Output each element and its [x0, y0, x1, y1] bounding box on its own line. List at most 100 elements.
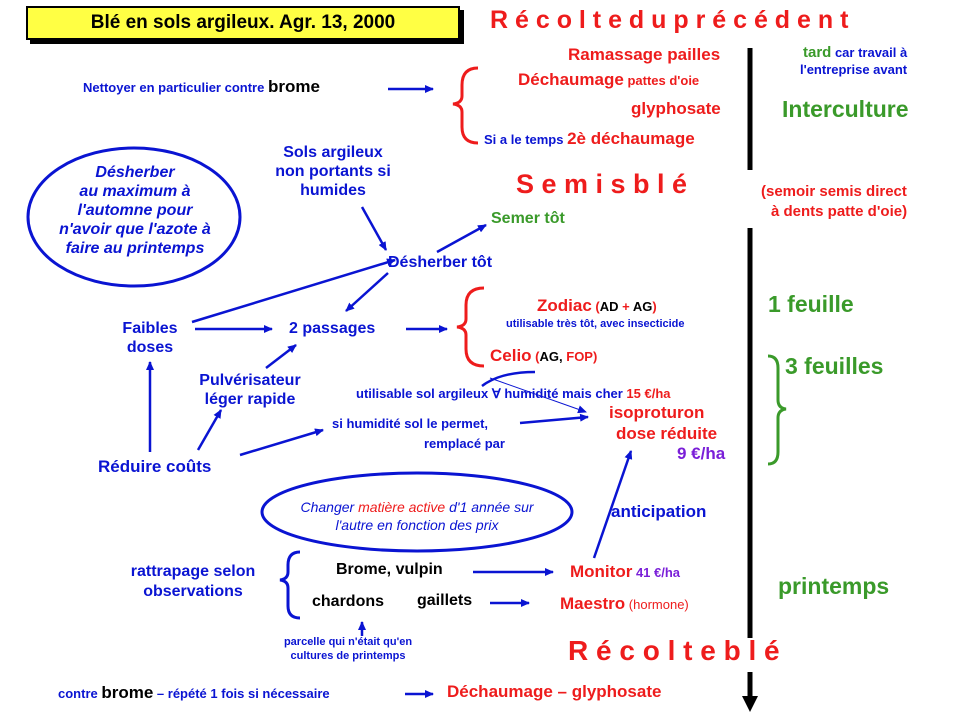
- celio-paren: (AG, FOP): [531, 349, 598, 364]
- brace-3-feuilles: [767, 354, 787, 466]
- zodiac-name: Zodiac: [537, 296, 592, 315]
- arrow-reduire-isoproturon: [239, 428, 324, 457]
- changer-line-1: Changer matière active d'1 année sur: [264, 498, 570, 516]
- zodiac-ag: AG: [632, 299, 653, 314]
- nettoyer-text: Nettoyer en particulier contre brome: [83, 77, 320, 97]
- zodiac-plus: +: [618, 299, 633, 314]
- anticipation: anticipation: [611, 502, 707, 521]
- si-humidite-1: si humidité sol le permet,: [332, 416, 489, 431]
- celio-fop: FOP: [566, 349, 593, 364]
- sols-line-3: humides: [300, 182, 366, 199]
- monitor: Monitor 41 €/ha: [570, 562, 681, 582]
- brace-rattrapage: [279, 550, 301, 620]
- second-dechaumage: 2è déchaumage: [567, 129, 695, 148]
- changer-matiere: matière active: [358, 499, 446, 515]
- tard-word: tard: [803, 44, 832, 61]
- title: Blé en sols argileux. Agr. 13, 2000: [90, 12, 396, 33]
- nettoyer-brome: brome: [267, 77, 320, 96]
- zodiac-paren: (AD + AG): [591, 299, 657, 314]
- sols-line-2: non portants si: [275, 163, 391, 180]
- stage-recolte-ble: R é c o l t e b l é: [568, 635, 780, 666]
- contre-brome-line: contre brome – répété 1 fois si nécessai…: [58, 683, 330, 703]
- maestro-note: (hormone): [625, 597, 689, 612]
- nettoyer-prefix: Nettoyer en particulier contre: [83, 80, 268, 95]
- arrow-si-humidite-iso: [519, 413, 589, 425]
- dechaumage: Déchaumage pattes d'oie: [518, 70, 700, 90]
- pulve-line-1: Pulvérisateur: [199, 372, 301, 389]
- monitor-name: Monitor: [570, 562, 633, 581]
- si-le-temps: Si a le temps: [484, 132, 568, 147]
- faibles-doses: Faibles doses: [108, 319, 192, 357]
- celio-ag: AG,: [539, 349, 567, 364]
- sols-argileux: Sols argileux non portants si humides: [258, 143, 408, 200]
- glyphosate: glyphosate: [631, 99, 721, 118]
- arc-celio: [481, 370, 536, 388]
- stage-semis-ble: S e m i s b l é: [516, 169, 688, 199]
- arrow-reduire-pulve: [196, 409, 223, 451]
- faibles-line-1: Faibles: [122, 320, 178, 337]
- ellipse-line-1: Désherber: [95, 164, 175, 181]
- zodiac-note: utilisable très tôt, avec insecticide: [506, 318, 685, 330]
- utilisable-line: utilisable sol argileux ∀ humidité mais …: [356, 386, 671, 401]
- title-box: Blé en sols argileux. Agr. 13, 2000: [26, 6, 460, 40]
- contre: contre: [58, 686, 102, 701]
- arrow-monitor-iso: [592, 450, 633, 559]
- period-1-feuille: 1 feuille: [768, 291, 854, 317]
- pulve-line-2: léger rapide: [204, 391, 296, 408]
- ellipse-desherber-text: Désherber au maximum à l'automne pour n'…: [30, 163, 240, 258]
- tard-line: tard car travail à: [803, 44, 908, 62]
- monitor-price: 41 €/ha: [632, 565, 681, 580]
- tard-note-2: l'entreprise avant: [800, 62, 908, 77]
- rattrapage: rattrapage selon observations: [108, 562, 278, 602]
- gaillets: gaillets: [417, 592, 473, 609]
- chardons: chardons: [312, 593, 385, 610]
- period-printemps: printemps: [778, 573, 890, 599]
- semis-note-2: à dents patte d'oie): [771, 203, 908, 220]
- faibles-line-2: doses: [126, 339, 174, 356]
- isoproturon-price: 9 €/ha: [677, 444, 726, 463]
- ellipse-changer: [260, 471, 574, 553]
- semis-note-1: (semoir semis direct: [761, 183, 907, 200]
- ellipse-changer-text: Changer matière active d'1 année sur l'a…: [264, 498, 570, 534]
- final-dechaumage: Déchaumage – glyphosate: [447, 682, 662, 701]
- arrow-desherber-2passages: [345, 272, 389, 312]
- dechaumage-word: Déchaumage: [518, 70, 624, 89]
- brace-interculture: [452, 66, 479, 145]
- semer-tot: Semer tôt: [491, 210, 565, 227]
- pulverisateur: Pulvérisateur léger rapide: [180, 371, 320, 409]
- celio-name: Celio: [490, 346, 532, 365]
- ellipse-line-4: n'avoir que l'azote à: [59, 221, 211, 238]
- arrow-pulve-2passages: [265, 344, 297, 369]
- rattrapage-line-1: rattrapage selon: [130, 563, 256, 580]
- bottom-brome: brome: [101, 683, 154, 702]
- ellipse-line-3: l'automne pour: [77, 202, 193, 219]
- utilisable-text: utilisable sol argileux ∀ humidité mais …: [356, 386, 627, 401]
- dechaumage-note: pattes d'oie: [623, 73, 700, 88]
- repete: – répété 1 fois si nécessaire: [153, 686, 330, 701]
- desherber-tot: Désherber tôt: [388, 254, 493, 271]
- zodiac-ad: AD: [599, 299, 619, 314]
- isoproturon: isoproturon: [609, 403, 705, 422]
- dose-reduite: dose réduite: [616, 424, 718, 443]
- rattrapage-line-2: observations: [143, 583, 243, 600]
- tard-note-1: car travail à: [831, 45, 908, 60]
- arrow-desherber-semer: [436, 223, 487, 254]
- parcelle-line-1: parcelle qui n'était qu'en: [283, 636, 413, 648]
- second-dechaumage-line: Si a le temps 2è déchaumage: [484, 129, 695, 149]
- arrow-celio-iso: [489, 377, 587, 414]
- celio: Celio (AG, FOP): [490, 346, 598, 366]
- ellipse-line-2: au maximum à: [79, 183, 191, 200]
- maestro-name: Maestro: [560, 594, 626, 613]
- changer-line-2: l'autre en fonction des prix: [335, 517, 499, 533]
- period-interculture: Interculture: [782, 96, 909, 122]
- sols-line-1: Sols argileux: [283, 144, 383, 161]
- brace-products: [456, 286, 485, 368]
- deux-passages: 2 passages: [289, 320, 376, 337]
- arrow-sols-desherber: [360, 206, 388, 251]
- maestro: Maestro (hormone): [560, 594, 689, 614]
- utilisable-price: 15 €/ha: [626, 386, 671, 401]
- stage-recolte-precedent: R é c o l t e d u p r é c é d e n t: [490, 6, 849, 34]
- changer-post: d'1 année sur: [445, 499, 534, 515]
- changer-pre: Changer: [300, 499, 359, 515]
